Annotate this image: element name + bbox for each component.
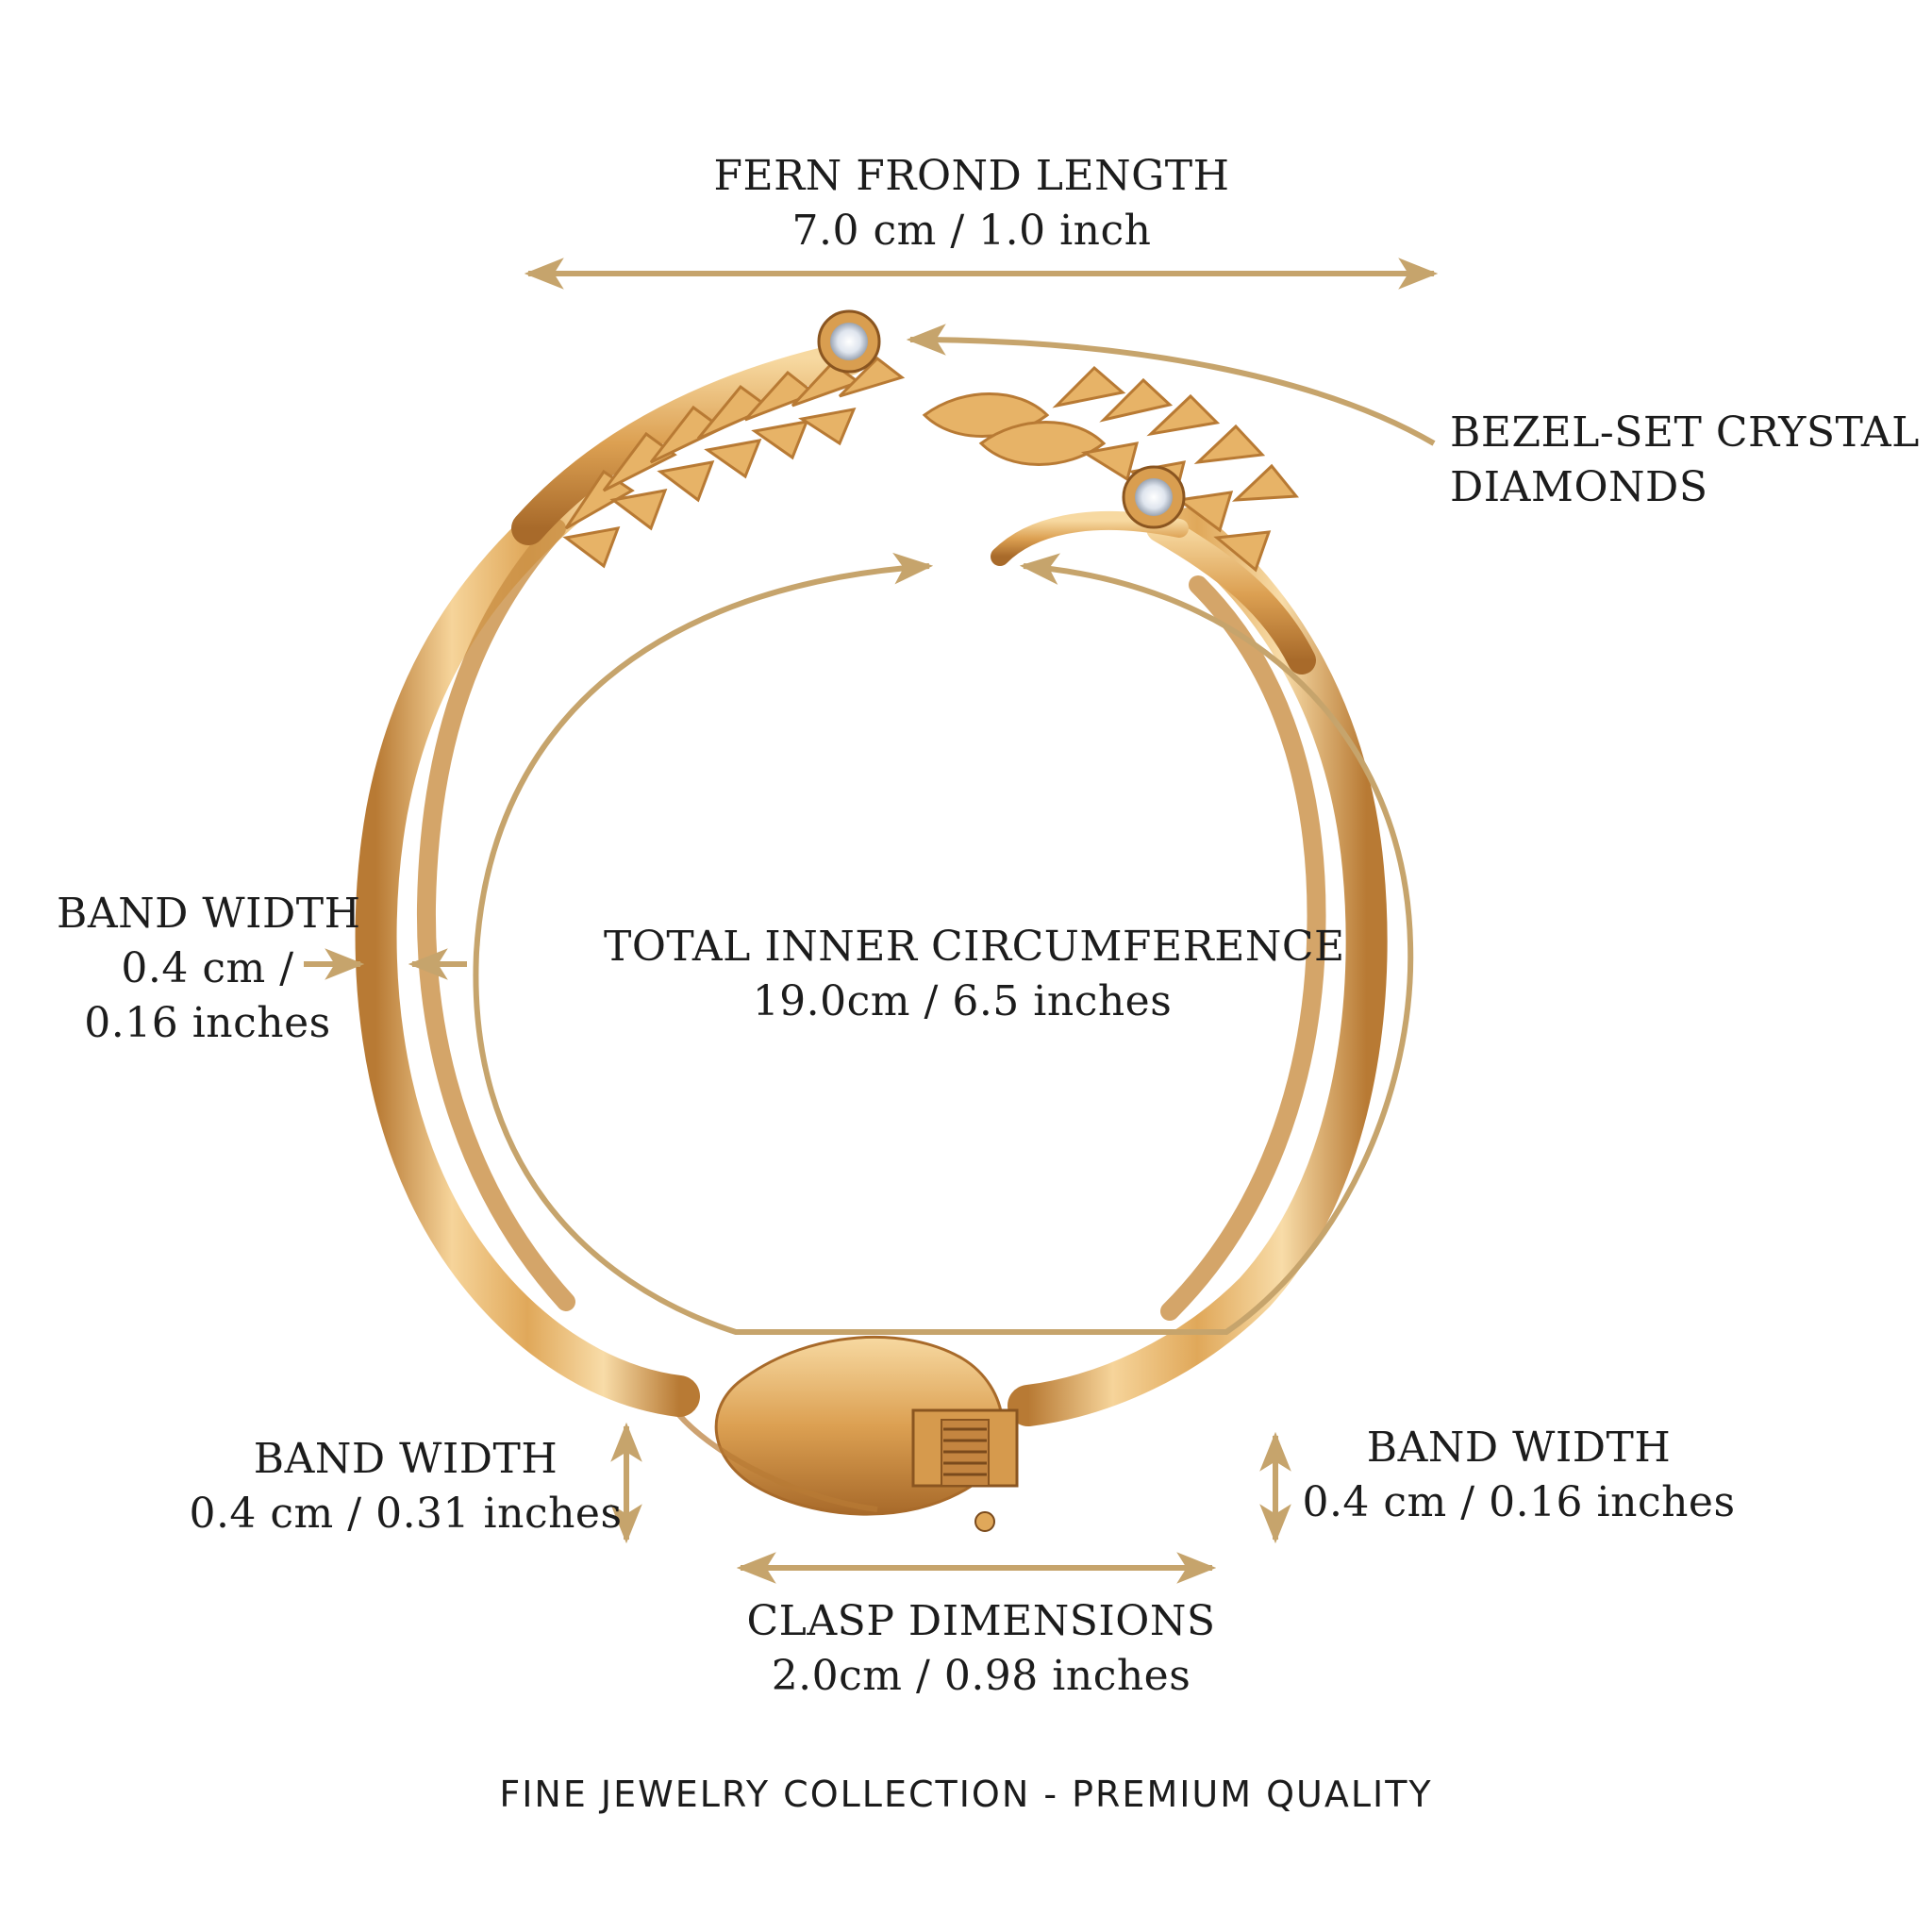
bezel-crystal-label: BEZEL-SET CRYSTAL DIAMONDS: [1450, 406, 1920, 515]
fern-frond-value: 7.0 cm / 1.0 inch: [791, 207, 1152, 256]
band-bottom-right-value: 0.4 cm / 0.16 inches: [1302, 1478, 1736, 1527]
band-width-bottom-right-label: BAND WIDTH 0.4 cm / 0.16 inches: [1302, 1421, 1736, 1530]
bezel-line-2: DIAMONDS: [1450, 463, 1708, 512]
band-width-bottom-left-label: BAND WIDTH 0.4 cm / 0.31 inches: [189, 1432, 623, 1541]
footer-tagline: FINE JEWELRY COLLECTION - PREMIUM QUALIT…: [499, 1774, 1433, 1815]
circumference-arc: [473, 552, 1414, 1335]
band-bottom-left-title: BAND WIDTH: [253, 1435, 558, 1483]
band-bottom-right-title: BAND WIDTH: [1366, 1424, 1672, 1472]
hinge-spring-icon: [911, 1408, 1019, 1532]
inner-circumference-label: TOTAL INNER CIRCUMFERENCE 19.0cm / 6.5 i…: [604, 920, 1345, 1029]
inner-circumference-title: TOTAL INNER CIRCUMFERENCE: [604, 923, 1345, 971]
crystal-stone-icon: [1122, 465, 1186, 529]
clasp-title: CLASP DIMENSIONS: [746, 1597, 1216, 1645]
inner-circumference-value: 19.0cm / 6.5 inches: [752, 977, 1173, 1026]
fern-frond-label: FERN FROND LENGTH 7.0 cm / 1.0 inch: [689, 149, 1255, 258]
clasp-value: 2.0cm / 0.98 inches: [771, 1652, 1191, 1701]
bezel-pointer-arrow: [906, 324, 1436, 446]
crystal-stone-icon: [817, 309, 881, 374]
bezel-line-1: BEZEL-SET CRYSTAL: [1450, 408, 1920, 457]
clasp-dimensions-label: CLASP DIMENSIONS 2.0cm / 0.98 inches: [726, 1594, 1236, 1704]
band-width-left-label: BAND WIDTH 0.4 cm / 0.16 inches: [57, 887, 361, 1051]
band-left-line-2: 0.16 inches: [84, 999, 331, 1048]
band-left-title: BAND WIDTH: [57, 890, 361, 938]
band-left-line-1: 0.4 cm /: [121, 944, 294, 993]
bangle-image: [355, 341, 1388, 1516]
fern-frond-title: FERN FROND LENGTH: [713, 152, 1230, 200]
band-bottom-left-value: 0.4 cm / 0.31 inches: [189, 1490, 623, 1539]
dimension-arrows: [304, 258, 1439, 1584]
